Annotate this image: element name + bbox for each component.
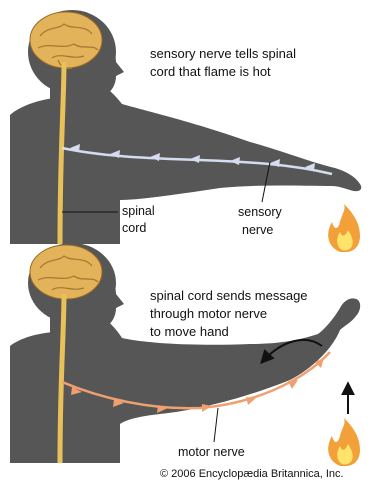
flame-icon-bottom xyxy=(328,418,360,466)
top-caption: sensory nerve tells spinal cord that fla… xyxy=(150,46,300,79)
top-panel: sensory nerve tells spinal cord that fla… xyxy=(10,10,361,252)
sensory-nerve-label: sensory nerve xyxy=(238,205,285,237)
motor-nerve-leader xyxy=(214,408,218,442)
neck-bottom xyxy=(50,310,94,350)
brain-top xyxy=(30,12,102,69)
neck-top xyxy=(50,80,94,120)
bottom-caption: spinal cord sends message through motor … xyxy=(150,288,311,339)
flame-icon-top xyxy=(328,204,360,252)
bottom-panel: spinal cord sends message through motor … xyxy=(10,243,360,466)
copyright-notice: © 2006 Encyclopædia Britannica, Inc. xyxy=(160,468,344,480)
motor-nerve-label: motor nerve xyxy=(178,445,245,459)
brain-bottom xyxy=(30,245,102,299)
spinal-cord-label: spinal cord xyxy=(122,204,158,235)
